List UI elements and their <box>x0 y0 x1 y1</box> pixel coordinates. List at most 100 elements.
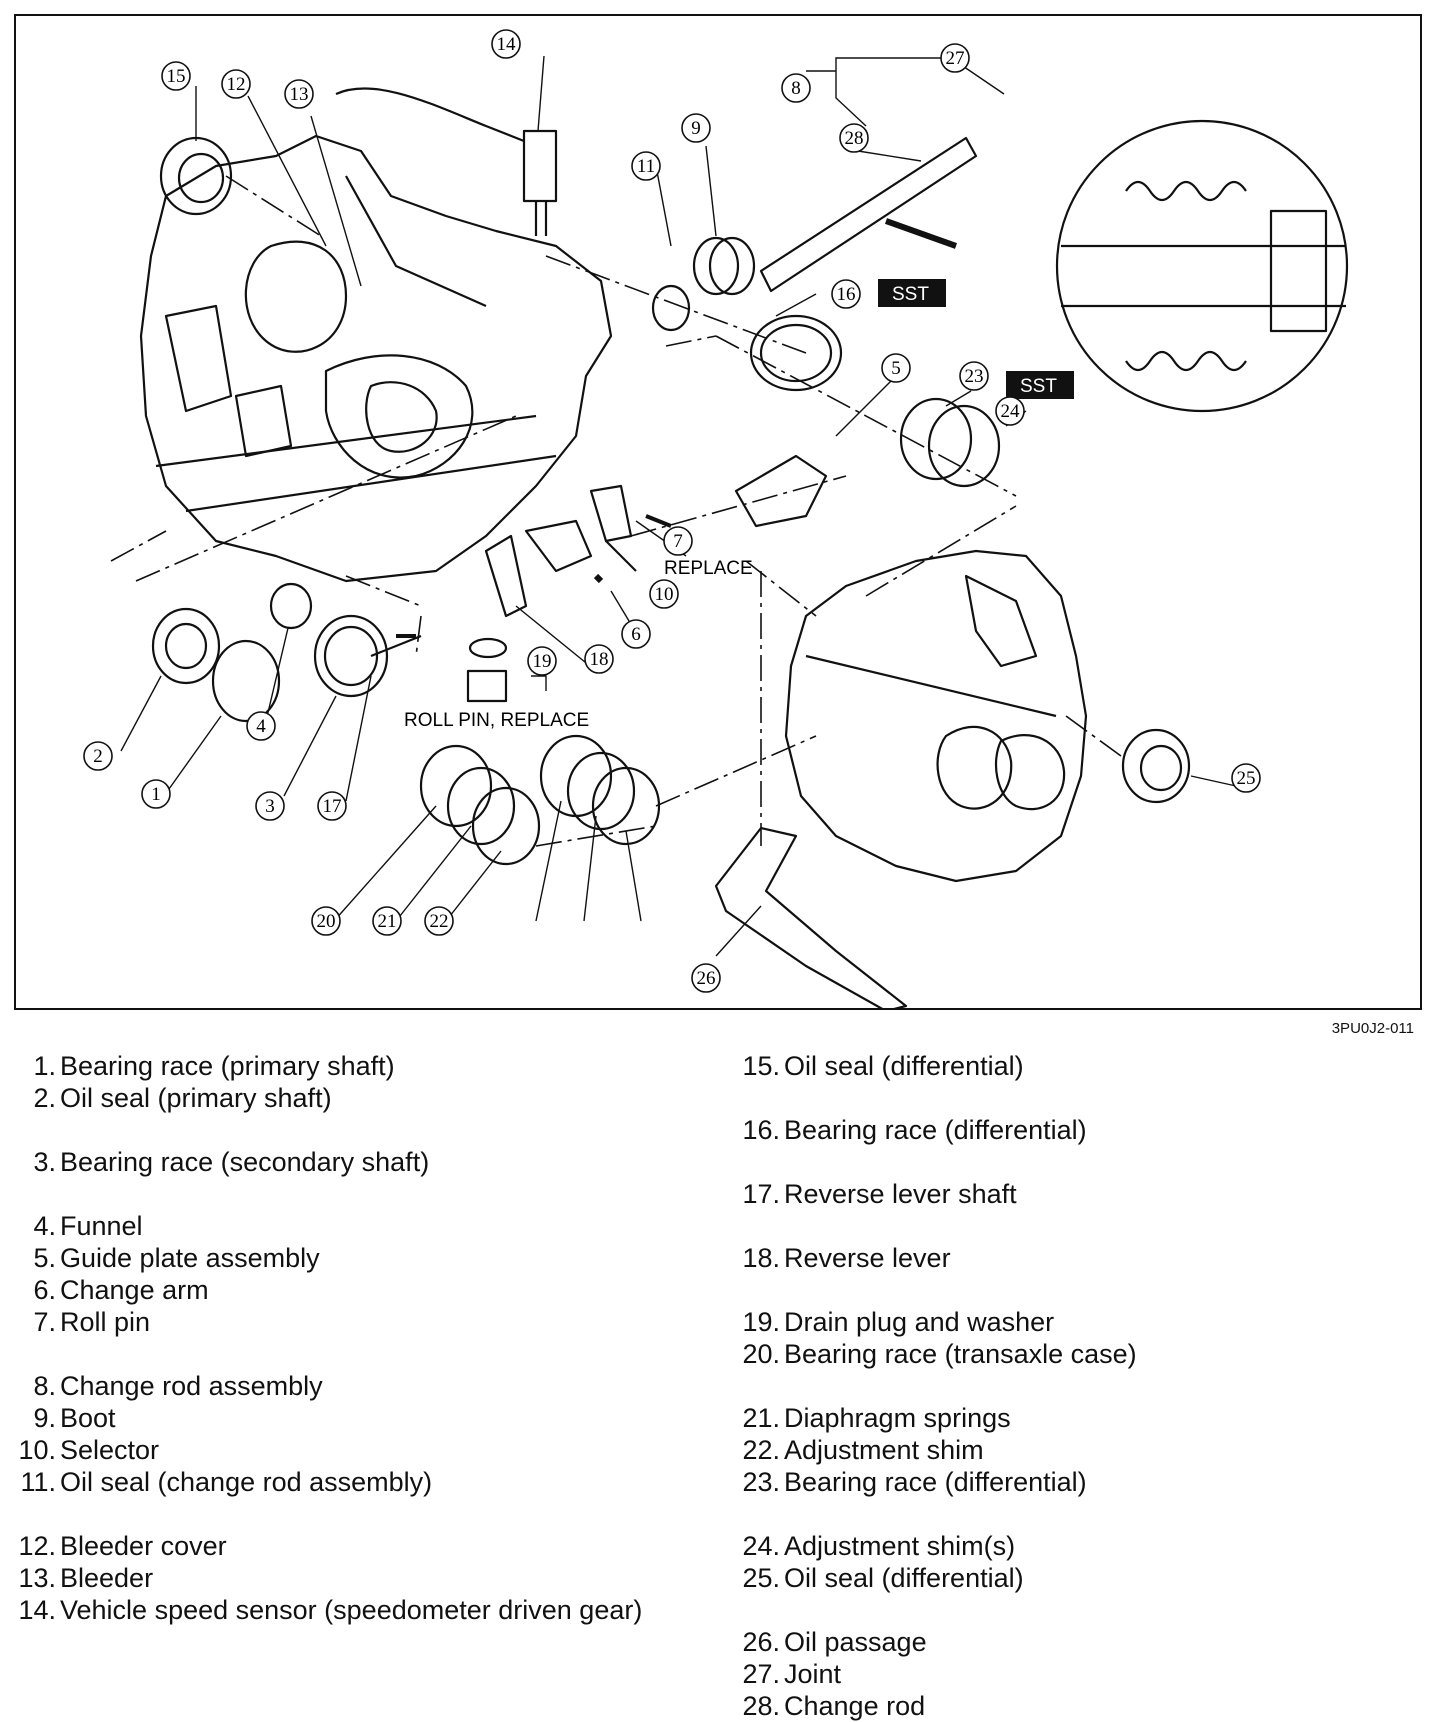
callout-circle-21 <box>372 906 402 936</box>
callout-circle-2 <box>83 741 113 771</box>
legend-item: 5.Guide plate assembly <box>12 1242 642 1274</box>
callout-circle-8 <box>781 73 811 103</box>
callout-number-22: 22 <box>430 911 449 932</box>
callout-circle-12 <box>221 69 251 99</box>
legend-item-text: Vehicle speed sensor (speedometer driven… <box>60 1595 643 1625</box>
legend-item-number: 20. <box>742 1339 780 1369</box>
callout-circle-23 <box>959 361 989 391</box>
legend-item: 23.Bearing race (differential) <box>736 1466 1137 1498</box>
callout-circle-16 <box>831 279 861 309</box>
legend-item-number: 25. <box>742 1563 780 1593</box>
legend-item: 7.Roll pin <box>12 1306 642 1338</box>
legend-item-text: Reverse lever <box>784 1243 951 1273</box>
sst-box-23 <box>1006 371 1074 399</box>
callout-number-21: 21 <box>378 911 397 932</box>
legend-item: 13.Bleeder <box>12 1562 642 1594</box>
legend-item: 8.Change rod assembly <box>12 1370 642 1402</box>
legend-item: 15.Oil seal (differential) <box>736 1050 1137 1082</box>
callout-circle-6 <box>621 619 651 649</box>
legend-item: 19.Drain plug and washer <box>736 1306 1137 1338</box>
callout-number-19: 19 <box>533 651 552 672</box>
legend-item: 28.Change rod <box>736 1690 1137 1722</box>
legend-item: 24.Adjustment shim(s) <box>736 1530 1137 1562</box>
callout-circle-1 <box>141 779 171 809</box>
legend-item-text: Bearing race (secondary shaft) <box>60 1147 430 1177</box>
sst-box-16 <box>878 279 946 307</box>
callout-number-2: 2 <box>93 746 103 767</box>
legend-item-text: Adjustment shim <box>784 1435 984 1465</box>
legend-item: 25.Oil seal (differential) <box>736 1562 1137 1594</box>
transaxle-case <box>784 549 1088 883</box>
legend-item-text: Oil seal (primary shaft) <box>60 1083 332 1113</box>
legend-item-text: Guide plate assembly <box>60 1243 320 1273</box>
legend-item-text: Funnel <box>60 1211 143 1241</box>
legend-item-text: Boot <box>60 1403 116 1433</box>
callout-circle-3 <box>255 791 285 821</box>
callout-circle-14 <box>491 29 521 59</box>
sst-label-16: SST <box>892 284 929 305</box>
legend-item-text: Change rod assembly <box>60 1371 323 1401</box>
callout-circle-7 <box>663 526 693 556</box>
callout-circle-26 <box>691 963 721 993</box>
roll-pin-replace-annotation: ROLL PIN, REPLACE <box>404 710 589 731</box>
legend-item-number: 3. <box>33 1147 56 1177</box>
callout-circle-15 <box>161 61 191 91</box>
clutch-housing <box>139 134 613 583</box>
legend-item: 10.Selector <box>12 1434 642 1466</box>
callout-number-10: 10 <box>655 584 674 605</box>
legend-item-number: 22. <box>742 1435 780 1465</box>
callout-number-16: 16 <box>837 284 856 305</box>
legend-item-number: 26. <box>742 1627 780 1657</box>
legend-item-number: 16. <box>742 1115 780 1145</box>
legend-item-number: 6. <box>33 1275 56 1305</box>
callout-number-25: 25 <box>1237 768 1256 789</box>
legend-item-text: Bleeder cover <box>60 1531 227 1561</box>
legend-item-number: 17. <box>742 1179 780 1209</box>
callout-number-1: 1 <box>151 784 161 805</box>
legend-item-text: Oil seal (differential) <box>784 1051 1024 1081</box>
callout-number-15: 15 <box>167 66 186 87</box>
callout-circle-13 <box>284 79 314 109</box>
legend-item-number: 11. <box>20 1467 56 1497</box>
legend-item: 2.Oil seal (primary shaft) <box>12 1082 642 1114</box>
callout-number-11: 11 <box>637 156 655 177</box>
legend-item-text: Joint <box>784 1659 842 1689</box>
legend-item: 21.Diaphragm springs <box>736 1402 1137 1434</box>
legend-item-text: Roll pin <box>60 1307 151 1337</box>
legend-item: 17.Reverse lever shaft <box>736 1178 1137 1210</box>
legend-item-number: 8. <box>33 1371 56 1401</box>
callout-circle-22 <box>424 906 454 936</box>
callout-number-20: 20 <box>317 911 336 932</box>
callout-circle-20 <box>311 906 341 936</box>
legend-item-text: Oil seal (change rod assembly) <box>60 1467 433 1497</box>
legend-item-text: Bearing race (transaxle case) <box>784 1339 1137 1369</box>
callout-number-8: 8 <box>791 78 801 99</box>
legend-item-text: Bearing race (differential) <box>784 1467 1087 1497</box>
legend-item-number: 4. <box>33 1211 56 1241</box>
callout-number-4: 4 <box>256 716 266 737</box>
legend-item: 16.Bearing race (differential) <box>736 1114 1137 1146</box>
legend-item-number: 18. <box>742 1243 780 1273</box>
legend-item-text: Adjustment shim(s) <box>784 1531 1016 1561</box>
legend-item: 11.Oil seal (change rod assembly) <box>12 1466 642 1498</box>
legend-item-number: 14. <box>18 1595 56 1625</box>
legend-item-number: 10. <box>18 1435 56 1465</box>
legend-item-text: Oil seal (differential) <box>784 1563 1024 1593</box>
callout-circle-19 <box>527 646 557 676</box>
callout-circle-9 <box>681 113 711 143</box>
callout-number-5: 5 <box>891 358 901 379</box>
legend-item: 9.Boot <box>12 1402 642 1434</box>
callout-number-13: 13 <box>290 84 309 105</box>
callout-circle-5 <box>881 353 911 383</box>
callout-number-28: 28 <box>845 128 864 149</box>
callout-number-9: 9 <box>691 118 701 139</box>
legend-item: 6.Change arm <box>12 1274 642 1306</box>
callout-circle-24 <box>995 396 1025 426</box>
legend-item-text: Change arm <box>60 1275 209 1305</box>
legend-item: 22.Adjustment shim <box>736 1434 1137 1466</box>
legend-item-number: 19. <box>742 1307 780 1337</box>
legend-item: 12.Bleeder cover <box>12 1530 642 1562</box>
callout-circle-17 <box>317 791 347 821</box>
legend-item-number: 15. <box>742 1051 780 1081</box>
